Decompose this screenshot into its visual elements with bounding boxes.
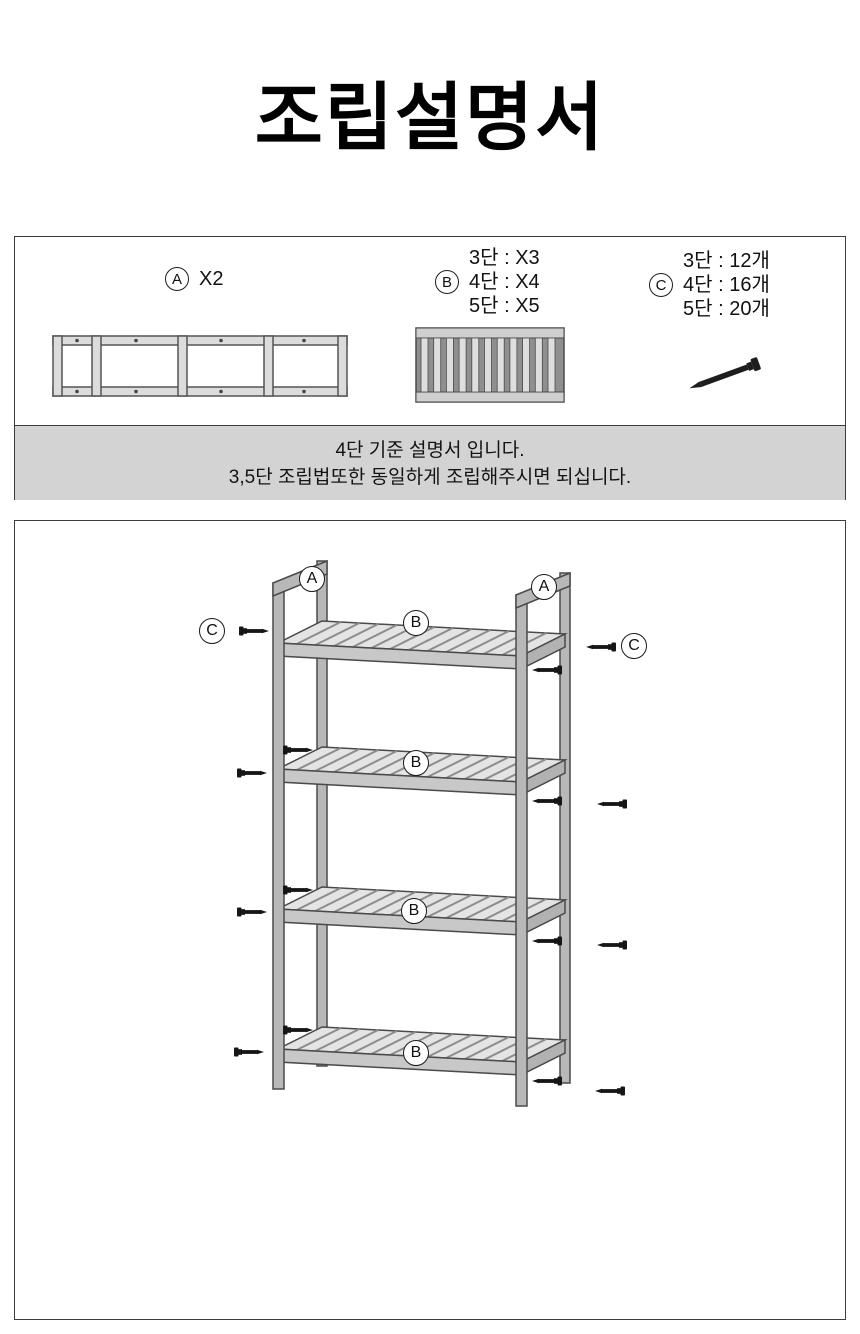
diagram-label-c-right: C [621, 633, 647, 659]
part-b-qty-3tier: 3단 : X3 [469, 247, 540, 269]
diagram-label-b-shelf2: B [403, 750, 429, 776]
part-c-quantities: 3단 : 12개 4단 : 16개 5단 : 20개 [683, 249, 770, 321]
side-frame-ladder-icon [52, 335, 348, 397]
assembly-diagram-box: A A B B B B C C [14, 520, 846, 1320]
diagram-label-b-shelf4: B [403, 1040, 429, 1066]
part-c-qty-3tier: 3단 : 12개 [683, 250, 770, 272]
part-c-badge: C [649, 273, 673, 297]
part-b-badge: B [435, 270, 459, 294]
part-b-quantities: 3단 : X3 4단 : X4 5단 : X5 [469, 246, 540, 318]
note-strip: 4단 기준 설명서 입니다. 3,5단 조립법또한 동일하게 조립해주시면 되십… [15, 425, 845, 500]
part-c-qty-4tier: 4단 : 16개 [683, 274, 770, 296]
part-a-header: A X2 [165, 267, 223, 291]
diagram-label-a-left: A [299, 566, 325, 592]
diagram-label-a-right: A [531, 574, 557, 600]
note-line-1: 4단 기준 설명서 입니다. [335, 440, 525, 461]
part-b-qty-5tier: 5단 : X5 [469, 295, 540, 317]
part-b-header: B 3단 : X3 4단 : X4 5단 : X5 [435, 246, 540, 318]
part-a-badge: A [165, 267, 189, 291]
diagram-label-b-shelf3: B [401, 898, 427, 924]
diagram-label-c-left: C [199, 618, 225, 644]
parts-list-box: A X2 B 3단 : X3 [14, 236, 846, 500]
screw-icon [689, 357, 761, 389]
page-title: 조립설명서 [254, 76, 606, 159]
part-a-quantity: X2 [199, 267, 224, 290]
part-b-qty-4tier: 4단 : X4 [469, 271, 540, 293]
assembled-shelf-drawing [234, 559, 627, 1107]
diagram-label-b-shelf1: B [403, 610, 429, 636]
note-line-2: 3,5단 조립법또한 동일하게 조립해주시면 되십니다. [228, 467, 632, 488]
part-c-qty-5tier: 5단 : 20개 [683, 298, 770, 320]
part-c-header: C 3단 : 12개 4단 : 16개 5단 : 20개 [649, 249, 770, 321]
slatted-shelf-panel-icon [415, 327, 565, 403]
